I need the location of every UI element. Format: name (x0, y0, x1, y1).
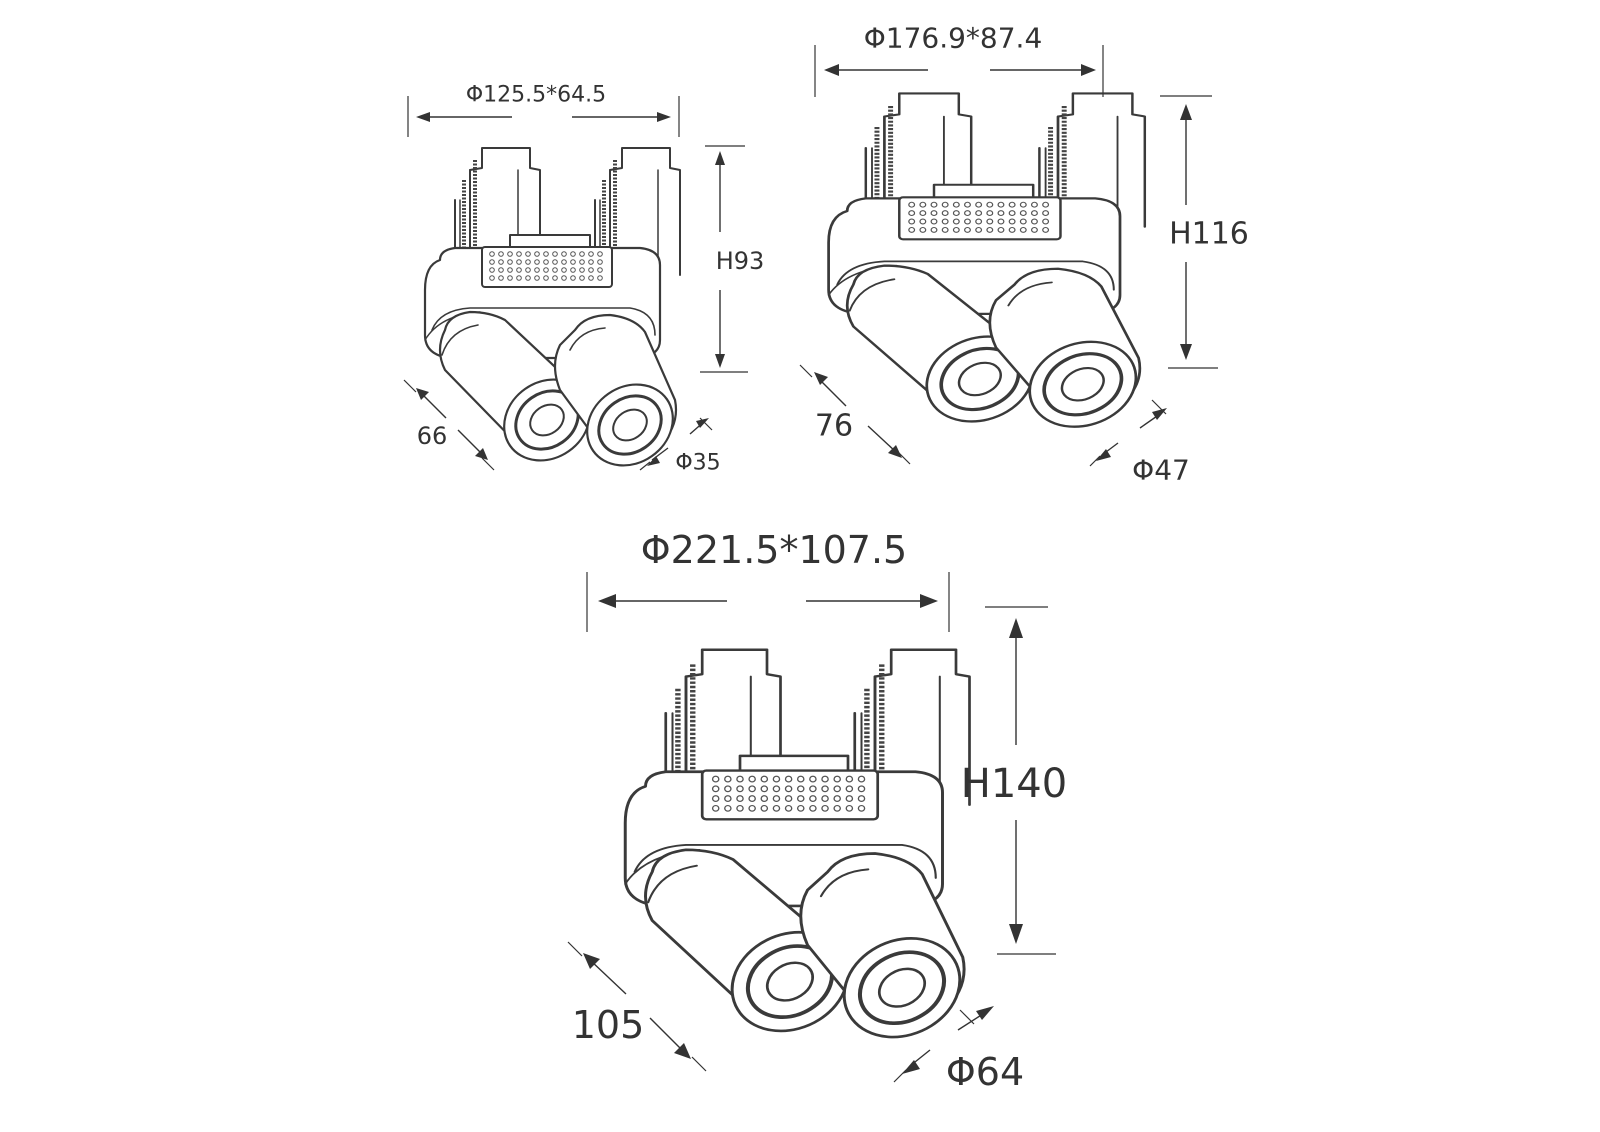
width-label-small: Φ125.5*64.5 (466, 83, 606, 108)
diameter-dimension-small (639, 417, 713, 471)
diameter-label-medium: Φ47 (1132, 454, 1190, 487)
height-dimension-large (985, 606, 1056, 955)
height-dimension-medium (1160, 95, 1218, 369)
diameter-dimension-large (893, 1006, 994, 1083)
height-dimension-small (700, 145, 748, 373)
height-label-small: H93 (716, 247, 765, 275)
diameter-label-large: Φ64 (946, 1050, 1024, 1094)
lamp-figure-large (625, 650, 981, 1057)
width-dimension-small (407, 96, 680, 137)
height-label-medium: H116 (1169, 217, 1249, 252)
length-label-large: 105 (572, 1003, 645, 1047)
length-label-medium: 76 (815, 409, 853, 444)
height-label-large: H140 (961, 761, 1067, 807)
length-dimension-small (403, 379, 495, 471)
drawing-large: Φ221.5*107.5 H140 105 (567, 528, 1067, 1094)
length-label-small: 66 (417, 422, 448, 450)
diameter-dimension-medium (1089, 399, 1167, 467)
width-dimension-large (586, 572, 950, 632)
drawing-medium: Φ176.9*87.4 H116 76 (799, 22, 1249, 487)
lamp-figure-medium (829, 93, 1156, 444)
lamp-figure-small (425, 148, 689, 482)
drawing-small: Φ125.5*64.5 H93 66 (403, 83, 765, 482)
length-dimension-large (567, 941, 707, 1072)
length-dimension-medium (799, 364, 911, 465)
diameter-label-small: Φ35 (675, 451, 720, 476)
width-dimension-medium (814, 45, 1104, 97)
width-label-large: Φ221.5*107.5 (641, 528, 907, 572)
width-label-medium: Φ176.9*87.4 (864, 22, 1043, 55)
